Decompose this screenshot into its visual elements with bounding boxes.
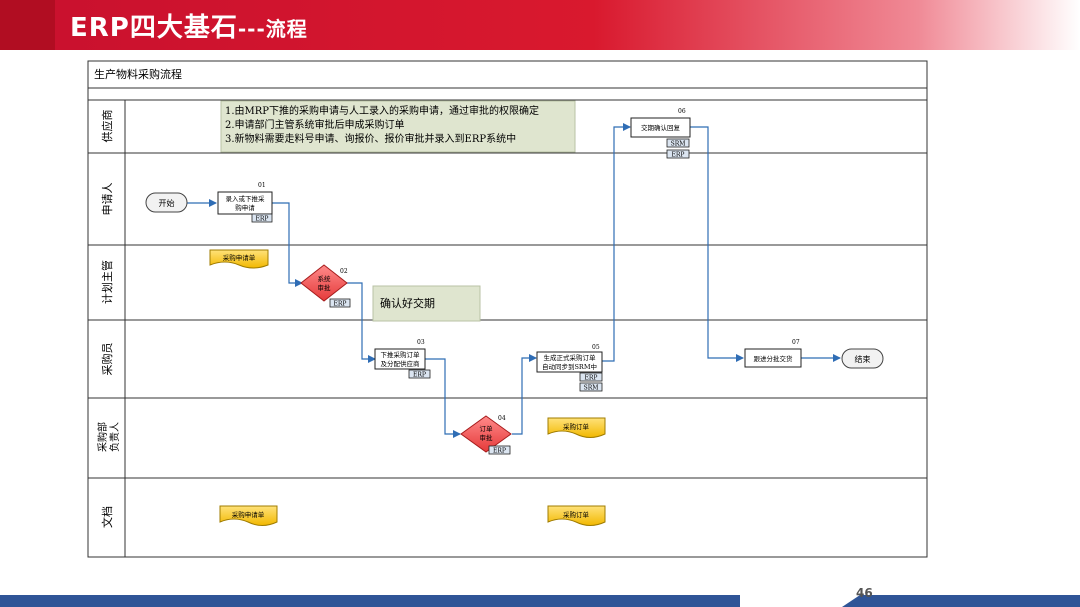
step-01-erp-tag: [251, 213, 273, 223]
start-label: 开始: [159, 198, 175, 208]
step-03-erp-tag: [408, 369, 431, 379]
step-01-number: 01: [258, 182, 266, 189]
step-03-erp-tag-label: ERP: [413, 372, 426, 379]
connector-02-03: [345, 282, 376, 363]
title-bar-accent: [0, 0, 55, 50]
step-05-text-1: 生成正式采购订单: [544, 353, 597, 362]
step-01-text-1: 录入或下推采: [226, 194, 266, 203]
step-02-erp-tag: [329, 298, 351, 308]
step-07-box: [744, 348, 802, 368]
note-3: 3.新物料需要走料号申请、询报价、报价审批并录入到ERP系统中: [225, 132, 516, 145]
footer-notch: [740, 595, 860, 607]
lane-label-applicant: 申请人: [101, 183, 114, 216]
connector-06-07: [690, 126, 744, 362]
step-02-text-2: 审批: [318, 283, 332, 292]
footer-bar: [0, 595, 1080, 607]
notes-box: [220, 100, 576, 153]
lane-label-purchase-manager-1: 采购部: [96, 422, 109, 452]
step-03-box: [374, 348, 426, 370]
lane-label-planner: 计划主管: [100, 260, 114, 304]
lane-label-supplier: 供应商: [100, 110, 114, 143]
step-06-text-1: 交期确认回复: [641, 123, 681, 132]
step-02-erp-tag-label: ERP: [334, 301, 347, 308]
doc-lane-order-label: 采购订单: [563, 510, 590, 519]
callout-text: 确认好交期: [380, 296, 435, 310]
page-number: 46: [856, 586, 873, 600]
slide-title: ERP四大基石---流程: [70, 7, 308, 44]
manager-doc: [547, 417, 606, 438]
step-05-box: [536, 351, 603, 373]
step-03-text-2: 及分配供应商: [381, 359, 421, 368]
step-05-srm-tag: [579, 382, 603, 392]
doc-lane-order: [547, 505, 606, 526]
connector-03-04: [425, 358, 461, 438]
slide-title-sub: ---流程: [237, 17, 308, 41]
step-02-number: 02: [340, 268, 348, 275]
step-01-text-2: 购申请: [235, 203, 255, 212]
lane-label-purchase-manager-2: 负责人: [108, 422, 121, 452]
step-04-erp-tag-label: ERP: [493, 448, 506, 455]
step-04-text-1: 订单: [480, 424, 494, 433]
step-06-box: [630, 117, 691, 138]
title-bar: [0, 0, 1080, 50]
connector-01-02: [272, 202, 303, 287]
doc-lane-request: [219, 505, 278, 526]
step-05-erp-tag: [579, 372, 603, 382]
step-05-erp-tag-label: ERP: [585, 375, 598, 382]
step-04-text-2: 审批: [480, 433, 494, 442]
step-02-decision: [300, 264, 348, 302]
step-07-number: 07: [792, 339, 800, 346]
step-01-erp-tag-label: ERP: [256, 216, 269, 223]
step-04-decision: [460, 415, 512, 453]
step-01-box: [217, 191, 273, 215]
callout-box: [372, 285, 481, 322]
connector-05-06: [602, 123, 631, 362]
note-2: 2.申请部门主管系统审批后申成采购订单: [225, 118, 405, 131]
step-05-number: 05: [592, 344, 600, 351]
step-06-erp-tag: [666, 149, 690, 159]
lane-label-documents: 文档: [100, 506, 114, 528]
step-06-erp-tag-label: ERP: [672, 152, 685, 159]
end-terminal: [841, 348, 884, 369]
doc-lane-request-label: 采购申请单: [232, 510, 265, 519]
step-05-text-2: 自动同步到SRM中: [542, 362, 597, 371]
step-04-number: 04: [498, 415, 506, 422]
end-label: 结束: [855, 354, 871, 364]
step-04-erp-tag: [488, 445, 511, 455]
manager-doc-label: 采购订单: [563, 422, 590, 431]
step-02-text-1: 系统: [318, 274, 332, 283]
process-title: 生产物料采购流程: [94, 67, 182, 81]
step-06-srm-tag-label: SRM: [671, 141, 686, 148]
lane-label-buyer: 采购员: [100, 343, 114, 376]
connector-04-05: [512, 354, 537, 435]
step-06-srm-tag: [666, 138, 690, 148]
slide-title-main: ERP四大基石: [70, 13, 238, 43]
planner-doc: [209, 249, 269, 269]
step-07-text-1: 跟进分批交货: [754, 354, 794, 363]
planner-doc-label: 采购申请单: [223, 253, 256, 262]
step-03-number: 03: [417, 339, 425, 346]
step-03-text-1: 下推采购订单: [381, 350, 421, 359]
step-05-srm-tag-label: SRM: [584, 385, 599, 392]
step-06-number: 06: [678, 108, 686, 115]
start-terminal: [145, 192, 188, 213]
note-1: 1.由MRP下推的采购申请与人工录入的采购申请，通过审批的权限确定: [225, 104, 539, 117]
